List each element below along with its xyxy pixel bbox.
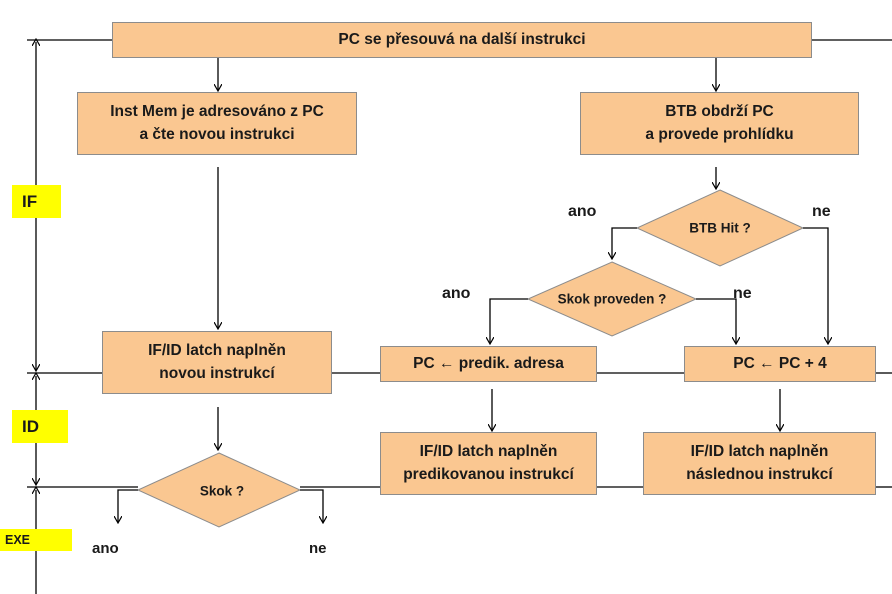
pc-plus4-text: PC ← PC + 4 [733, 354, 827, 372]
skok-label: Skok ? [199, 483, 245, 499]
arrow-btb-hit-no [803, 227, 828, 343]
btb-line-1: BTB obdrží PC [665, 103, 774, 121]
latch-new-line-1: IF/ID latch naplněn [148, 342, 286, 360]
skok-proveden-yes-label: ano [442, 285, 471, 302]
btb-hit-yes-label: ano [568, 203, 597, 220]
stage-if-label: IF [12, 185, 61, 218]
btb-hit-no-label: ne [812, 203, 831, 220]
arrow-skok-no [300, 489, 323, 522]
skok-proveden-diamond [526, 261, 698, 337]
btb-hit-diamond [635, 189, 805, 267]
skok-diamond [136, 452, 302, 528]
pc-predicted-text: PC ← predik. adresa [413, 354, 564, 372]
latch-pred-line-1: IF/ID latch naplněn [419, 443, 558, 461]
latch-pred-line-2: predikovanou instrukcí [403, 465, 574, 483]
latch-next-line-2: následnou instrukcí [686, 465, 833, 483]
skok-yes-label: ano [92, 540, 119, 557]
arrow-skok-yes [118, 489, 138, 522]
btb-hit-label: BTB Hit ? [689, 220, 751, 236]
stage-exe-label: EXE [0, 529, 72, 551]
skok-proveden-no-label: ne [733, 285, 752, 302]
skok-proveden-label: Skok proveden ? [557, 291, 667, 307]
latch-next-line-1: IF/ID latch naplněn [690, 443, 829, 461]
pc-next-box: PC se přesouvá na další instrukci [112, 22, 812, 58]
inst-mem-line-2: a čte novou instrukci [139, 125, 295, 143]
btb-lookup-box: BTB obdrží PC a provede prohlídku [580, 92, 859, 155]
latch-next-box: IF/ID latch naplněn následnou instrukcí [643, 432, 876, 495]
inst-mem-line-1: Inst Mem je adresováno z PC [110, 103, 324, 121]
inst-mem-box: Inst Mem je adresováno z PC a čte novou … [77, 92, 357, 155]
latch-predicted-box: IF/ID latch naplněn predikovanou instruk… [380, 432, 597, 495]
arrow-btb-hit-yes [612, 227, 637, 258]
latch-new-instruction-box: IF/ID latch naplněn novou instrukcí [102, 331, 332, 394]
btb-line-2: a provede prohlídku [645, 125, 794, 143]
pc-next-text: PC se přesouvá na další instrukci [338, 30, 586, 48]
connectors [118, 58, 828, 522]
arrow-skok-proveden-yes [490, 298, 528, 343]
stage-id-label: ID [12, 410, 68, 443]
pc-predicted-box: PC ← predik. adresa [380, 346, 597, 382]
pc-plus4-box: PC ← PC + 4 [684, 346, 876, 382]
latch-new-line-2: novou instrukcí [159, 364, 275, 382]
skok-no-label: ne [309, 540, 327, 557]
arrow-skok-proveden-no [696, 298, 736, 343]
